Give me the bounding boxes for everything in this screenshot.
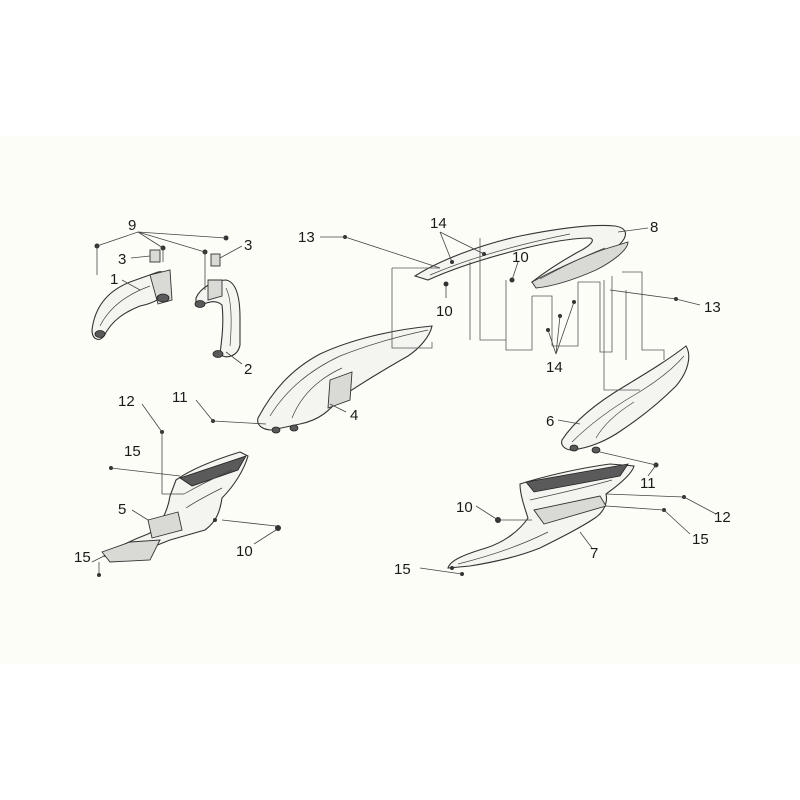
- leader-lines: [91, 227, 717, 575]
- callout-15: 15: [124, 443, 141, 460]
- callout-4: 4: [350, 407, 358, 424]
- callout-13: 13: [704, 299, 721, 316]
- callout-10: 10: [512, 249, 529, 266]
- callout-14: 14: [546, 359, 563, 376]
- diagram-background: [0, 136, 800, 664]
- callout-3: 3: [118, 251, 126, 268]
- callout-12: 12: [714, 509, 731, 526]
- callout-5: 5: [118, 501, 126, 518]
- callout-10: 10: [436, 303, 453, 320]
- callout-15: 15: [394, 561, 411, 578]
- part-5-left-lower-panel: [101, 451, 249, 563]
- assembly-guide-lines: [391, 238, 665, 391]
- part-2-right-grab-handle: [194, 279, 241, 358]
- callout-7: 7: [590, 545, 598, 562]
- callout-2: 2: [244, 361, 252, 378]
- callout-10: 10: [456, 499, 473, 516]
- callout-15: 15: [74, 549, 91, 566]
- callout-1: 1: [110, 271, 118, 288]
- callout-8: 8: [650, 219, 658, 236]
- part-7-right-lower-panel: [447, 463, 635, 570]
- callout-9: 9: [128, 217, 136, 234]
- callout-12: 12: [118, 393, 135, 410]
- part-6-right-side-cover: [561, 345, 690, 454]
- callout-3: 3: [244, 237, 252, 254]
- part-1-left-grab-handle: [91, 269, 173, 340]
- part-4-left-side-cover: [257, 325, 433, 434]
- part-8-rear-top-cowl: [413, 224, 629, 289]
- callout-14: 14: [430, 215, 447, 232]
- callout-11: 11: [640, 475, 656, 492]
- callout-labels: 1 2 3 3 4 5 6 7 8 9 10 10 10 10 11 11 12…: [74, 215, 731, 578]
- part-3-clips: [149, 249, 221, 267]
- callout-11: 11: [172, 389, 188, 406]
- callout-13: 13: [298, 229, 315, 246]
- callout-10: 10: [236, 543, 253, 560]
- callout-6: 6: [546, 413, 554, 430]
- callout-15: 15: [692, 531, 709, 548]
